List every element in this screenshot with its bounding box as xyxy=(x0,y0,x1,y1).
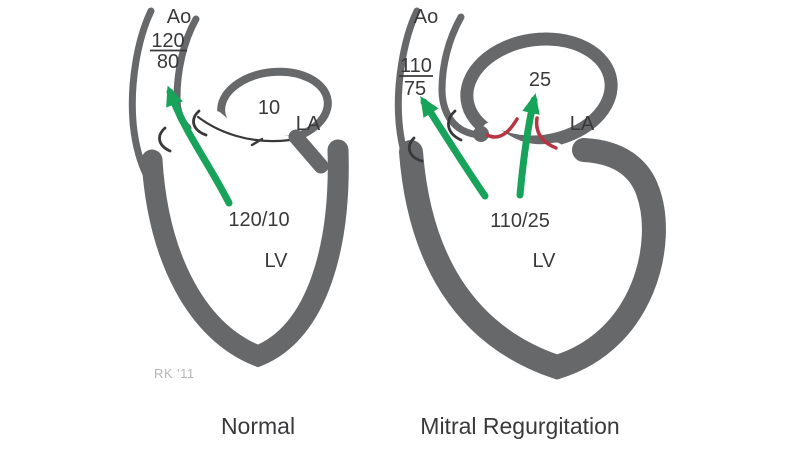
normal-heart-diagram: Ao 120 80 10 LA 120/10 LV RK '11 Normal xyxy=(128,6,349,439)
la-pressure-value: 25 xyxy=(529,69,551,91)
lv-pressure-value: 120/10 xyxy=(228,209,289,231)
lv-label: LV xyxy=(265,250,289,272)
la-label: LA xyxy=(570,113,595,135)
aortic-valve-mark-outer xyxy=(407,136,424,163)
aortic-diastolic-pressure: 75 xyxy=(404,78,426,100)
aortic-systolic-pressure: 110 xyxy=(400,55,432,77)
aorta-label: Ao xyxy=(167,6,191,28)
mitral-valve-tick xyxy=(250,137,264,147)
la-pressure-value: 10 xyxy=(258,97,280,119)
aortic-flow-arrow xyxy=(166,85,233,207)
regurgitant-flow-arrow xyxy=(516,93,540,199)
mitral-opening-gap xyxy=(482,122,564,160)
aorta-label: Ao xyxy=(414,6,438,28)
atrium-aorta-junction-knob xyxy=(473,126,489,142)
aorta-outer-wall xyxy=(128,7,155,180)
aortic-flow-arrow xyxy=(420,96,489,200)
open-mitral-leaflet-left xyxy=(485,117,519,139)
aortic-valve-mark-inner xyxy=(447,109,463,142)
atrium-ventricle-junction xyxy=(288,129,329,174)
aortic-diastolic-pressure: 80 xyxy=(157,51,179,73)
mitral-valve-closed-line xyxy=(196,115,292,143)
aortic-valve-mark-inner xyxy=(192,109,208,137)
mitral-regurgitation-heart-diagram: Ao 110 75 25 LA 110/25 LV Mitral Regurgi… xyxy=(394,6,666,439)
dilated-left-ventricle-wall xyxy=(399,138,666,380)
la-label: LA xyxy=(296,113,321,135)
left-ventricle-wall xyxy=(141,139,349,368)
lv-pressure-value: 110/25 xyxy=(490,210,550,232)
artist-signature: RK '11 xyxy=(154,366,195,381)
aortic-systolic-pressure: 120 xyxy=(151,30,184,52)
lv-label: LV xyxy=(533,250,557,272)
caption-normal: Normal xyxy=(221,413,295,439)
caption-mitral-regurgitation: Mitral Regurgitation xyxy=(420,413,619,439)
aortic-valve-mark-outer xyxy=(158,126,172,153)
aorta-inner-wall xyxy=(438,13,485,139)
open-mitral-leaflet-right xyxy=(534,116,558,150)
